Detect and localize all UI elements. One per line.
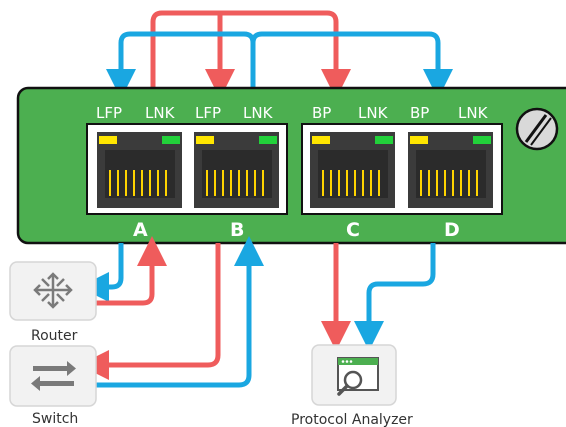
link-red-top <box>150 10 351 99</box>
port-c-right-label: LNK <box>358 104 389 122</box>
cable-a-to-router <box>79 243 124 302</box>
cable-b-to-switch <box>79 243 221 380</box>
port-a-left-label: LFP <box>96 104 122 122</box>
port-c-letter: C <box>346 219 360 241</box>
port-d-letter: D <box>444 219 460 241</box>
led-yellow-d <box>410 136 428 144</box>
led-green-c <box>375 136 393 144</box>
switch-device[interactable]: Switch <box>9 345 97 427</box>
port-a-right-label: LNK <box>145 104 176 122</box>
protocol-analyzer-device[interactable]: Protocol Analyzer <box>291 344 413 427</box>
led-yellow-c <box>312 136 330 144</box>
led-green-d <box>473 136 491 144</box>
port-d[interactable]: BP LNK D <box>408 104 493 241</box>
router-icon <box>33 272 73 309</box>
switch-label: Switch <box>32 411 78 427</box>
cable-router-to-a <box>92 236 167 306</box>
protocol-analyzer-icon <box>337 357 379 396</box>
port-a-letter: A <box>133 219 148 241</box>
port-c-left-label: BP <box>312 104 331 122</box>
port-c[interactable]: BP LNK C <box>310 104 395 241</box>
port-b-letter: B <box>230 219 244 241</box>
led-green-a <box>162 136 180 144</box>
link-blue-top-left <box>106 31 256 99</box>
port-d-right-label: LNK <box>458 104 489 122</box>
cable-switch-to-b <box>96 236 264 388</box>
port-a[interactable]: LFP LNK A <box>96 104 182 241</box>
port-b-left-label: LFP <box>195 104 221 122</box>
router-device[interactable]: Router <box>9 261 97 344</box>
cable-d-to-analyzer <box>354 243 436 351</box>
led-yellow-b <box>196 136 214 144</box>
port-d-left-label: BP <box>410 104 429 122</box>
port-b[interactable]: LFP LNK B <box>194 104 279 241</box>
port-b-right-label: LNK <box>243 104 274 122</box>
link-blue-top-right <box>250 31 453 99</box>
router-label: Router <box>31 328 78 344</box>
led-green-b <box>259 136 277 144</box>
screw-icon <box>515 107 559 151</box>
led-yellow-a <box>99 136 117 144</box>
switch-icon <box>31 361 76 391</box>
protocol-analyzer-label: Protocol Analyzer <box>291 412 413 427</box>
